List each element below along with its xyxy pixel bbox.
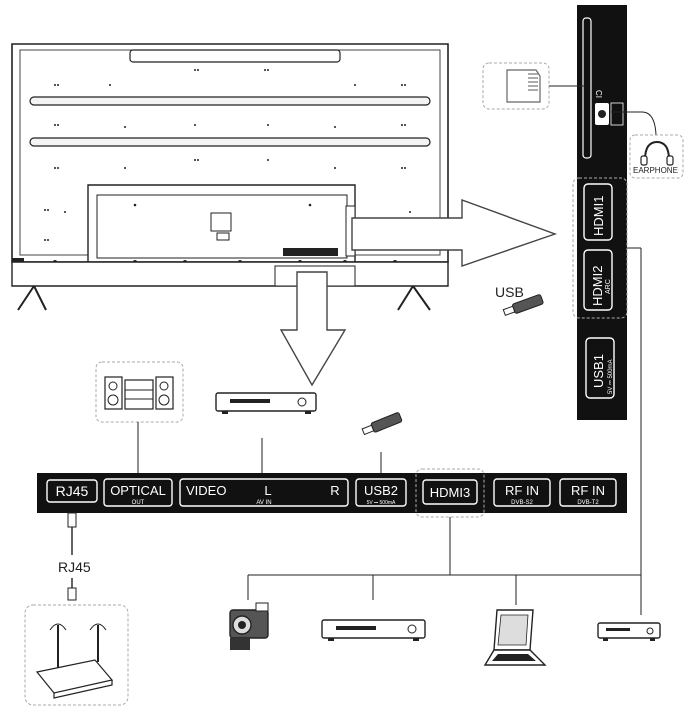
earphone-device: EARPHONE bbox=[611, 111, 684, 179]
laptop-device bbox=[483, 609, 547, 666]
usb-stick-side: USB bbox=[495, 284, 544, 316]
arrow-down-to-bottom-panel bbox=[279, 271, 347, 387]
r-label: R bbox=[330, 483, 339, 498]
hifi-system-device bbox=[95, 361, 184, 473]
side-panel: CI HDMI1 HDMI2 ARC USB1 5V ⎓ 500mA bbox=[572, 5, 628, 420]
tv-back bbox=[11, 43, 449, 311]
optical-sub-label: OUT bbox=[132, 500, 145, 506]
av-in-sub-label: AV IN bbox=[256, 500, 271, 506]
av-player-device bbox=[215, 392, 317, 473]
hdmi1-port[interactable]: HDMI1 bbox=[583, 183, 613, 241]
arrow-right-to-side-panel bbox=[351, 198, 558, 267]
optical-label: OPTICAL bbox=[110, 483, 166, 498]
rj45-label: RJ45 bbox=[56, 483, 89, 499]
av-in-port[interactable]: VIDEO L R AV IN bbox=[179, 478, 349, 507]
dvd-player-device bbox=[321, 619, 426, 641]
hdmi3-label: HDMI3 bbox=[430, 485, 470, 500]
hdmi2-sub-label: ARC bbox=[605, 279, 612, 294]
rj45-port[interactable]: RJ45 bbox=[46, 479, 98, 503]
hdmi2-port[interactable]: HDMI2 ARC bbox=[583, 249, 613, 311]
bottom-panel: RJ45 OPTICAL OUT VIDEO L R AV IN USB2 5V… bbox=[37, 468, 627, 518]
video-label: VIDEO bbox=[186, 483, 226, 498]
usb2-port[interactable]: USB2 5V ⎓ 500mA bbox=[355, 478, 407, 507]
hdmi2-label: HDMI2 bbox=[590, 266, 605, 306]
hdmi1-label: HDMI1 bbox=[591, 196, 606, 236]
rj45-cable: RJ45 bbox=[58, 512, 91, 601]
set-top-box-device bbox=[597, 622, 661, 641]
rf-in-1-label: RF IN bbox=[505, 483, 539, 498]
router-device bbox=[24, 604, 129, 706]
rf-in-2-label: RF IN bbox=[571, 483, 605, 498]
rf-in-dvb-s2-port[interactable]: RF IN DVB-S2 bbox=[493, 478, 551, 507]
usb1-label: USB1 bbox=[591, 354, 606, 388]
usb1-sub-label: 5V ⎓ 500mA bbox=[608, 360, 614, 394]
usb2-label: USB2 bbox=[364, 483, 398, 498]
usb1-port[interactable]: USB1 5V ⎓ 500mA bbox=[585, 337, 615, 399]
camcorder-device bbox=[229, 602, 269, 650]
usb-stick-icon bbox=[361, 412, 403, 436]
earphone-label: EARPHONE bbox=[633, 166, 678, 175]
usb2-sub-label: 5V ⎓ 500mA bbox=[367, 500, 396, 506]
l-label: L bbox=[264, 483, 271, 498]
rf-in-2-sub-label: DVB-T2 bbox=[577, 500, 599, 506]
usb-stick-icon bbox=[502, 294, 544, 316]
hdmi3-group-outline bbox=[415, 468, 485, 518]
sd-card-device bbox=[482, 62, 585, 110]
usb-stick-bottom bbox=[361, 412, 403, 473]
usb-label: USB bbox=[495, 284, 524, 300]
optical-port[interactable]: OPTICAL OUT bbox=[103, 478, 173, 507]
ci-label: CI bbox=[594, 90, 603, 98]
rj45-cable-label: RJ45 bbox=[58, 559, 91, 575]
device-bus-lines bbox=[247, 247, 642, 615]
rf-in-1-sub-label: DVB-S2 bbox=[511, 500, 533, 506]
hdmi3-port[interactable]: HDMI3 bbox=[422, 479, 478, 505]
headphone-icon bbox=[644, 140, 670, 161]
rf-in-dvb-t2-port[interactable]: RF IN DVB-T2 bbox=[559, 478, 617, 507]
